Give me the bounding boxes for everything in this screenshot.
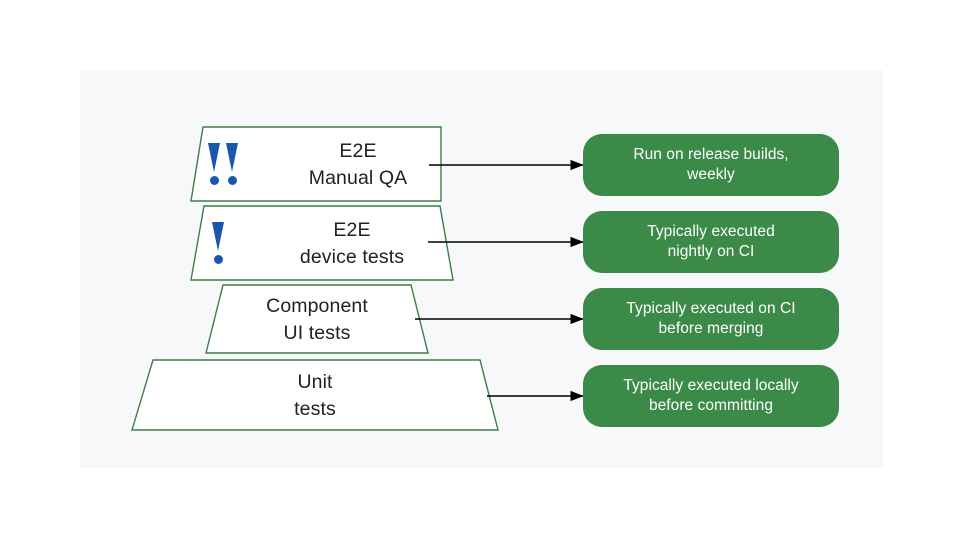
callout-line2: weekly bbox=[687, 166, 735, 183]
callout-line2: nightly on CI bbox=[667, 243, 755, 260]
pyramid-tier-1[interactable]: E2E Manual QA bbox=[190, 126, 442, 202]
exclamation-glyph bbox=[226, 143, 239, 185]
callout-line2: before committing bbox=[648, 397, 774, 414]
callout-box-2[interactable]: Typically executed nightly on CI bbox=[583, 211, 839, 273]
trapezoid-shape-4 bbox=[131, 359, 499, 431]
trapezoid-shape-1 bbox=[190, 126, 442, 202]
callout-line1: Typically executed on CI bbox=[626, 300, 796, 317]
pyramid-tier-2[interactable]: E2E device tests bbox=[190, 205, 454, 281]
pyramid-tier-3[interactable]: Component UI tests bbox=[205, 284, 429, 354]
callout-line1: Typically executed bbox=[647, 223, 775, 240]
callout-line1: Typically executed locally bbox=[623, 377, 799, 394]
callout-box-1[interactable]: Run on release builds, weekly bbox=[583, 134, 839, 196]
double-exclamation-icon bbox=[208, 143, 239, 185]
trapezoid-shape-2 bbox=[190, 205, 454, 281]
callout-line1: Run on release builds, bbox=[633, 146, 789, 163]
callout-line2: before merging bbox=[658, 320, 764, 337]
trapezoid-shape-3 bbox=[205, 284, 429, 354]
callout-box-3[interactable]: Typically executed on CI before merging bbox=[583, 288, 839, 350]
pyramid-tier-4[interactable]: Unit tests bbox=[131, 359, 499, 431]
callout-box-4[interactable]: Typically executed locally before commit… bbox=[583, 365, 839, 427]
exclamation-glyph bbox=[212, 222, 225, 264]
exclamation-glyph bbox=[208, 143, 221, 185]
exclamation-icon bbox=[212, 222, 225, 264]
